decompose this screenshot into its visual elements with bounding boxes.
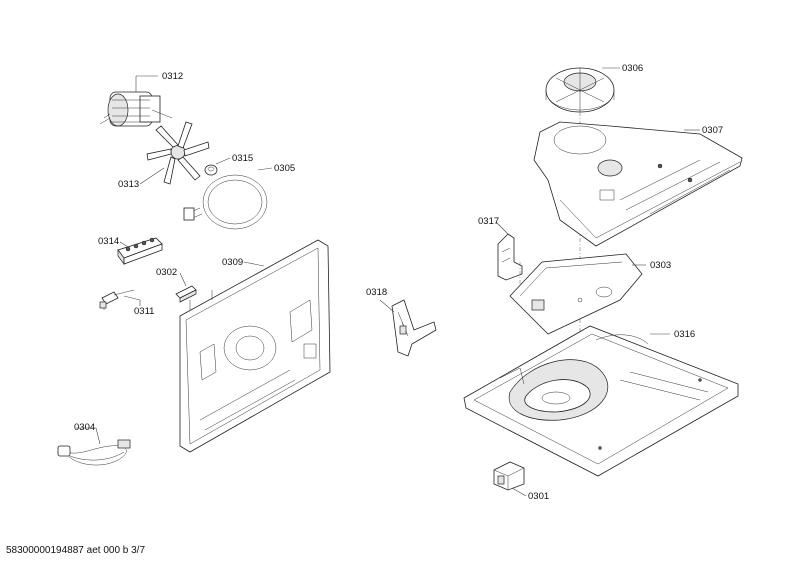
foot-part <box>493 461 525 491</box>
ring-heater-part <box>183 174 268 230</box>
leader-0314 <box>119 241 131 249</box>
connector-part <box>99 289 135 310</box>
label-0304: 0304 <box>74 422 95 433</box>
motor-part <box>99 91 173 127</box>
label-0307: 0307 <box>702 125 723 136</box>
clip-part <box>175 285 197 303</box>
label-0316: 0316 <box>674 329 695 340</box>
fan-wheel-part <box>146 121 210 185</box>
label-0306: 0306 <box>622 63 643 74</box>
insulation-plate-part <box>509 253 643 335</box>
label-0313: 0313 <box>118 179 139 190</box>
leader-0313 <box>139 167 165 185</box>
nut-part <box>204 164 218 176</box>
label-0318: 0318 <box>366 287 387 298</box>
leader-0305 <box>257 167 273 171</box>
label-0305: 0305 <box>274 163 295 174</box>
rear-panel-part <box>179 239 331 453</box>
label-0314: 0314 <box>98 236 119 247</box>
bracket-part <box>391 299 437 357</box>
terminal-block-part <box>117 237 163 266</box>
leader-0311 <box>123 295 141 301</box>
label-0311: 0311 <box>134 306 154 317</box>
leader-0318 <box>379 299 395 313</box>
leader-0304b <box>95 427 101 445</box>
fan-housing-part <box>533 121 743 247</box>
mains-cable-part <box>57 439 131 466</box>
cooling-fan-part <box>545 67 615 113</box>
label-0309: 0309 <box>222 257 243 268</box>
label-0302: 0302 <box>156 267 177 278</box>
leader-0309 <box>243 261 265 267</box>
label-0315: 0315 <box>232 153 253 164</box>
label-0301: 0301 <box>528 491 549 502</box>
leader-0315 <box>215 157 231 165</box>
base-plate-part <box>463 325 739 477</box>
bracket-small-part <box>497 233 523 281</box>
label-0312: 0312 <box>162 71 183 82</box>
leader-0317 <box>495 221 509 235</box>
label-0303: 0303 <box>650 260 671 271</box>
label-0317: 0317 <box>478 216 499 227</box>
leader-0302 <box>179 272 187 287</box>
document-footer: 58300000194887 aet 000 b 3/7 <box>6 545 146 556</box>
leader-0301 <box>511 487 527 497</box>
